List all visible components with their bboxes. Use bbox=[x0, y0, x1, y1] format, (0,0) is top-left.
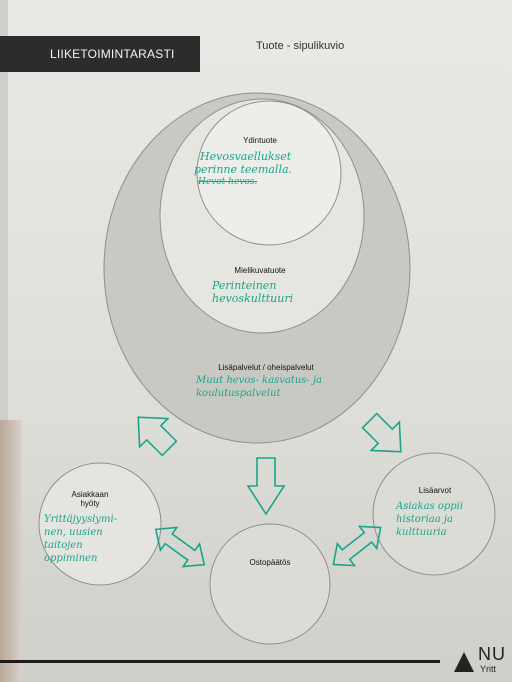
arrow-down-left-icon bbox=[137, 416, 178, 457]
benefit-note: Yrittäjyyslymi- nen, uusien taitojen opp… bbox=[44, 514, 118, 564]
double-arrow-left-icon bbox=[154, 526, 206, 568]
footer-rule bbox=[0, 660, 440, 663]
core-note-line2: perinne teemalla. bbox=[194, 163, 293, 176]
image-note: Perinteinen hevoskulttuuri bbox=[212, 279, 294, 305]
logo-triangle-icon bbox=[454, 652, 474, 672]
benefit-circle bbox=[38, 462, 162, 586]
logo-text: NU bbox=[478, 644, 506, 664]
benefit-label: Asiakkaan hyöty bbox=[71, 490, 109, 508]
hand-shadow bbox=[0, 420, 22, 682]
extra-note: Muut hevos- kasvatus- ja koulutuspalvelu… bbox=[196, 375, 323, 399]
decision-label: Ostopäätös bbox=[249, 558, 291, 567]
image-label: Mielikuvatuote bbox=[234, 266, 286, 275]
values-note: Asiakas oppii historiaa ja kulttuuria bbox=[396, 501, 464, 538]
page-title: Tuote - sipulikuvio bbox=[256, 40, 345, 52]
decision-circle bbox=[209, 523, 331, 645]
core-layer-circle bbox=[196, 100, 342, 246]
core-struck-note: Hevot hevos. bbox=[198, 177, 258, 187]
double-arrow-right-icon bbox=[332, 525, 382, 567]
core-note-line1: Hevosvaellukset bbox=[200, 150, 292, 163]
values-label: Lisäarvot bbox=[418, 486, 452, 495]
core-label: Ydintuote bbox=[243, 136, 277, 145]
arrow-down-icon bbox=[246, 457, 286, 516]
banner-text: LIIKETOIMINTARASTI bbox=[50, 47, 175, 61]
arrow-down-right-icon bbox=[361, 412, 402, 453]
section-banner: LIIKETOIMINTARASTI bbox=[0, 36, 200, 72]
values-circle bbox=[372, 452, 496, 576]
logo-subtext: Yritt bbox=[480, 664, 497, 674]
extra-label: Lisäpalvelut / oheispalvelut bbox=[218, 363, 314, 372]
